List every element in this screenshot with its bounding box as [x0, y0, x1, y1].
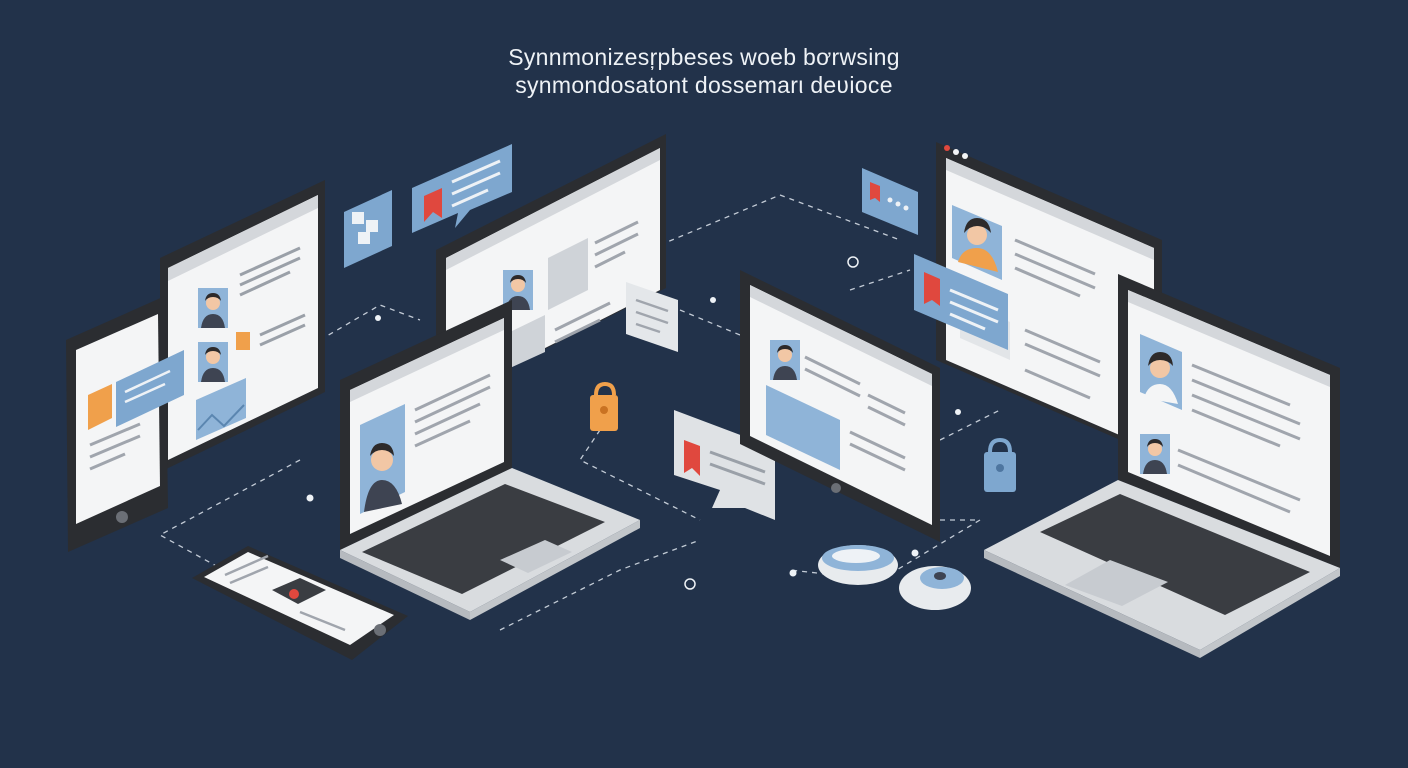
- mouse-icon: [899, 566, 971, 610]
- chat-bubble-icon: [344, 190, 392, 268]
- chat-bubble-icon: [914, 254, 1008, 350]
- chat-bubble-icon: [862, 168, 918, 235]
- center-tablet: [740, 270, 940, 542]
- avatar-icon: [198, 342, 228, 382]
- avatar-icon: [770, 340, 800, 380]
- right-laptop: [984, 274, 1340, 658]
- bookmark-icon: [870, 182, 880, 202]
- chat-bubble-icon: [626, 282, 678, 352]
- center-laptop: [340, 300, 640, 620]
- avatar-icon: [1140, 434, 1170, 474]
- lock-icon: [984, 437, 1016, 492]
- bookmark-icon: [684, 440, 700, 476]
- headline-line-2: synmondosatont dossemarι deʋioce: [515, 72, 893, 98]
- avatar-icon: [198, 288, 228, 328]
- mouse-icon: [818, 545, 898, 585]
- left-tablet: [66, 296, 184, 552]
- chat-bubble-icon: [412, 144, 512, 233]
- left-monitor: [160, 180, 325, 472]
- bookmark-icon: [424, 188, 442, 222]
- chat-bubble-icon: [674, 410, 775, 520]
- headline-line-1: Synnmonizesŗpbeses woeb bơrwsing: [508, 44, 900, 70]
- connector-dots: [306, 256, 961, 590]
- bottom-phone: [192, 546, 408, 660]
- lock-icon: [590, 381, 618, 431]
- bookmark-icon: [924, 272, 940, 306]
